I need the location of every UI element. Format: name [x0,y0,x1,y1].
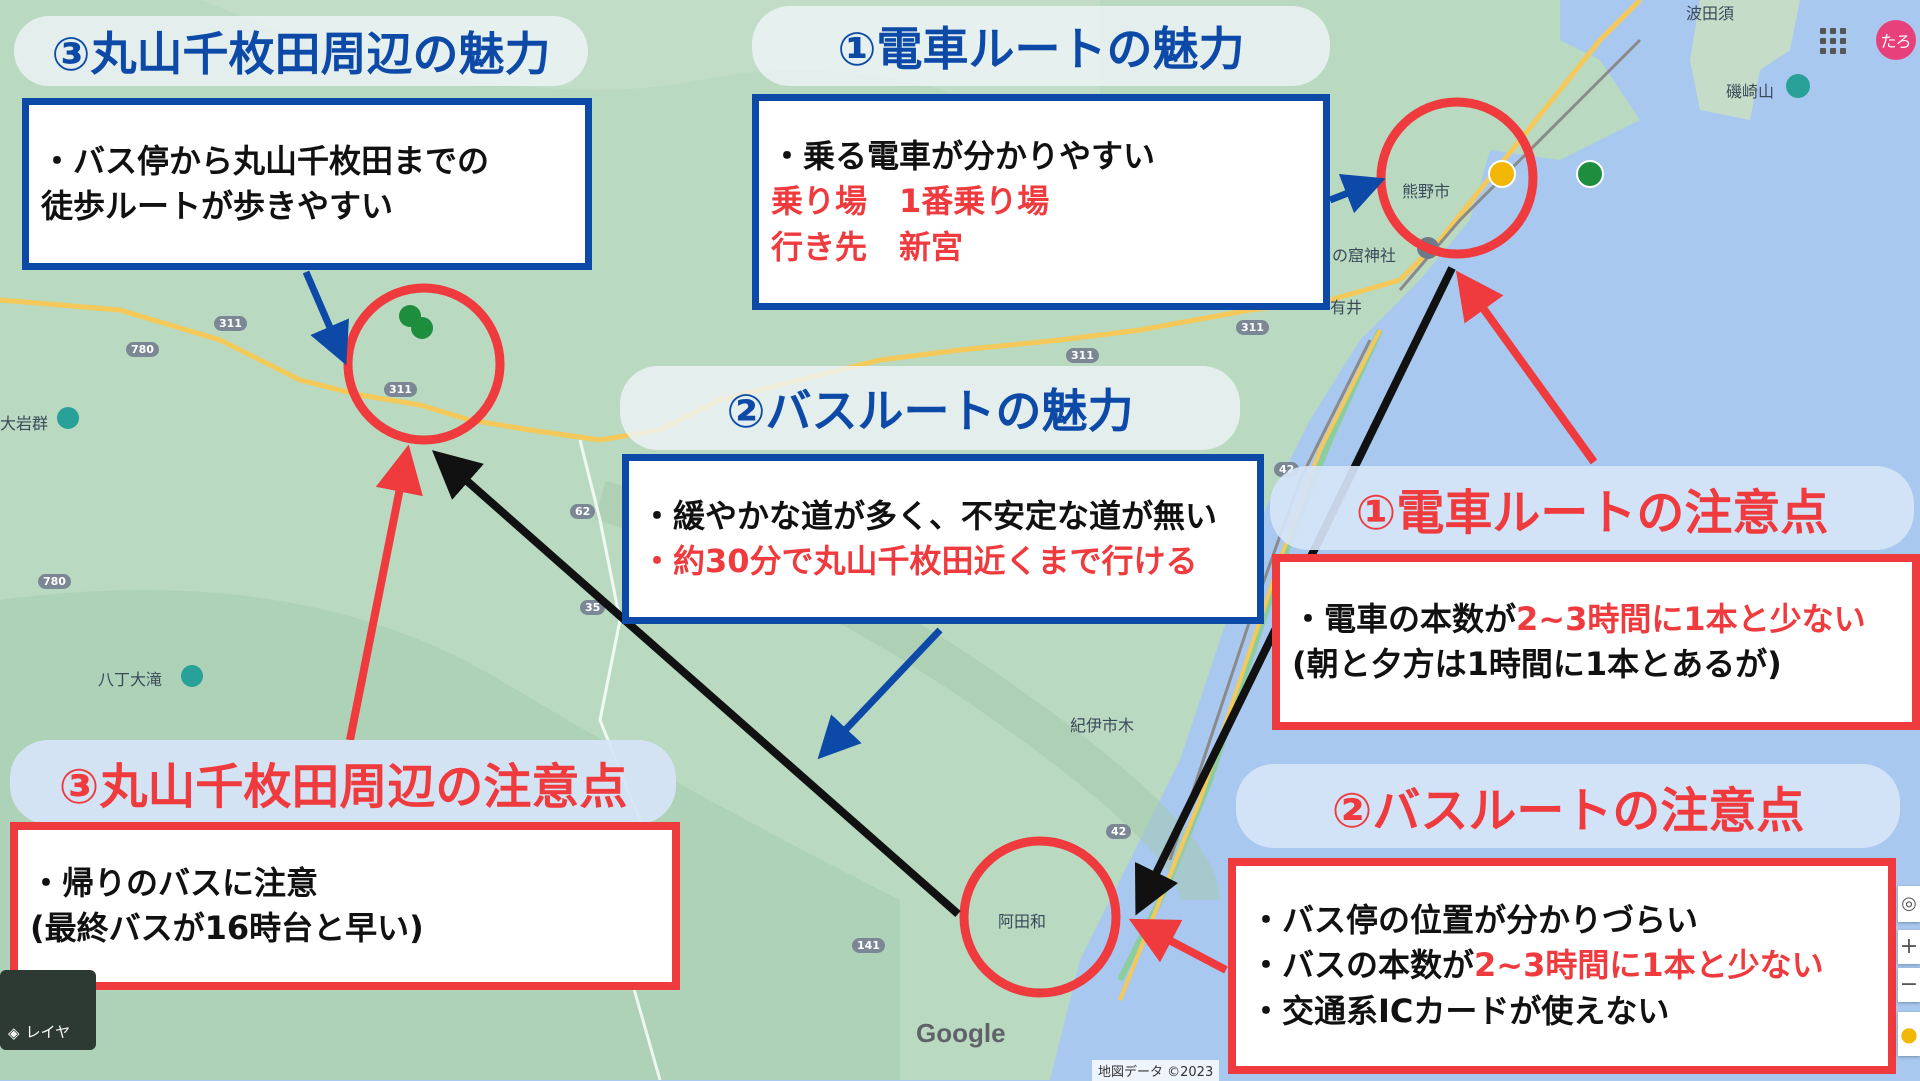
route-shield: 141 [852,938,885,953]
route-shield: 35 [580,600,606,615]
box-train-caution-frequency: 2~3時間に1本と少ない [1516,599,1866,638]
arrow-red [346,444,423,741]
zoom-in-button[interactable]: + [1898,930,1920,964]
arrow-black [431,450,961,918]
poi-pin-icon [411,317,433,339]
map-label-oiwa[interactable]: 大岩群 [0,414,49,433]
land-peninsula [1690,0,1800,120]
box-area-charm-line1: ・バス停から丸山千枚田までの [41,141,490,180]
my-location-icon[interactable]: ◎ [1898,886,1920,922]
layers-icon: ◈ [8,1024,20,1042]
map-label-shrine[interactable]: の窟神社 [1332,246,1397,265]
map-label-kumano[interactable]: 熊野市 [1402,182,1451,201]
box-bus-caution-line2: ・バスの本数が2~3時間に1本と少ない [1250,943,1888,988]
layer-button[interactable]: ◈ レイヤ [0,970,96,1050]
arrow-red [1128,918,1228,974]
highlight-circle-atawa [959,836,1121,998]
arrow-red [1455,270,1598,465]
box-bus-charm: ・緩やかな道が多く、不安定な道が無い ・約30分で丸山千枚田近くまで行ける [622,454,1264,624]
map-label-isozaki[interactable]: 磯崎山 [1726,82,1775,101]
route-shield: 780 [38,574,71,589]
box-train-caution-line2: (朝と夕方は1時間に1本とあるが) [1292,645,1782,683]
box-bus-caution-line3: ・交通系ICカードが使えない [1250,991,1670,1030]
google-logo: Google [916,1018,1006,1048]
map-label-hatcho[interactable]: 八丁大滝 [98,670,163,689]
route-shield: 311 [384,382,417,397]
header-bus-caution: ②バスルートの注意点 [1236,764,1900,848]
box-train-charm: ・乗る電車が分かりやすい 乗り場 1番乗り場 行き先 新宮 [752,94,1330,310]
box-area-caution: ・帰りのバスに注意 (最終バスが16時台と早い) [10,822,680,990]
box-train-caution-line1: ・電車の本数が2~3時間に1本と少ない [1292,597,1912,642]
box-train-caution-prefix: ・電車の本数が [1292,599,1517,638]
poi-pin-icon [181,665,203,687]
header-bus-charm: ②バスルートの魅力 [620,366,1240,450]
map-label-atawa: 阿田和 [998,912,1047,931]
header-area-caution: ③丸山千枚田周辺の注意点 [10,740,676,824]
poi-pin-icon [1576,160,1604,188]
box-area-charm: ・バス停から丸山千枚田までの 徒歩ルートが歩きやすい [22,98,592,270]
route-shield: 780 [126,342,159,357]
arrow-blue [1328,174,1386,214]
arrow-blue [817,627,943,760]
header-train-caution: ①電車ルートの注意点 [1270,466,1914,550]
route-shield: 62 [570,504,596,519]
map-label-hadasu: 波田須 [1686,4,1735,23]
box-bus-charm-line1: ・緩やかな道が多く、不安定な道が無い [641,496,1218,535]
box-train-charm-platform: 乗り場 1番乗り場 [771,182,1050,221]
railway [1398,38,1642,291]
route-shield: 42 [1106,824,1132,839]
box-train-charm-line1: ・乗る電車が分かりやすい [771,136,1156,175]
star-pin-icon [1488,160,1516,188]
map-label-kiikimoto: 紀伊市木 [1070,716,1135,735]
box-bus-caution-line1: ・バス停の位置が分かりづらい [1250,900,1699,939]
route-shield: 311 [1066,348,1099,363]
account-avatar-text: たろ [1880,32,1912,51]
map-copyright: 地図データ ©2023 [1092,1060,1220,1081]
box-area-caution-line2: (最終バスが16時台と早い) [30,909,424,947]
arrow-blue [302,270,349,366]
box-bus-charm-line2: ・約30分で丸山千枚田近くまで行ける [641,542,1198,580]
route-shield: 311 [214,316,247,331]
box-area-charm-line2: 徒歩ルートが歩きやすい [41,187,394,225]
box-train-caution: ・電車の本数が2~3時間に1本と少ない (朝と夕方は1時間に1本とあるが) [1272,554,1920,730]
box-train-charm-destination: 行き先 新宮 [771,227,964,266]
road [0,297,601,443]
box-bus-caution-prefix: ・バスの本数が [1250,946,1475,985]
box-area-caution-line1: ・帰りのバスに注意 [30,863,319,902]
layer-button-label: レイヤ [25,1023,71,1041]
pegman-icon[interactable]: ● [1898,1012,1920,1056]
header-area-charm: ③丸山千枚田周辺の魅力 [14,16,588,86]
box-bus-caution-frequency: 2~3時間に1本と少ない [1474,946,1824,985]
header-train-charm: ①電車ルートの魅力 [752,6,1330,86]
map-label-arii: 有井 [1330,298,1363,317]
box-bus-caution: ・バス停の位置が分かりづらい ・バスの本数が2~3時間に1本と少ない ・交通系I… [1228,858,1896,1074]
poi-pin-icon [1786,74,1810,98]
route-shield: 311 [1236,320,1269,335]
account-avatar[interactable]: たろ [1876,20,1916,60]
poi-pin-icon [57,407,79,429]
apps-grid-icon[interactable] [1820,28,1846,54]
zoom-out-button[interactable]: − [1898,968,1920,1002]
